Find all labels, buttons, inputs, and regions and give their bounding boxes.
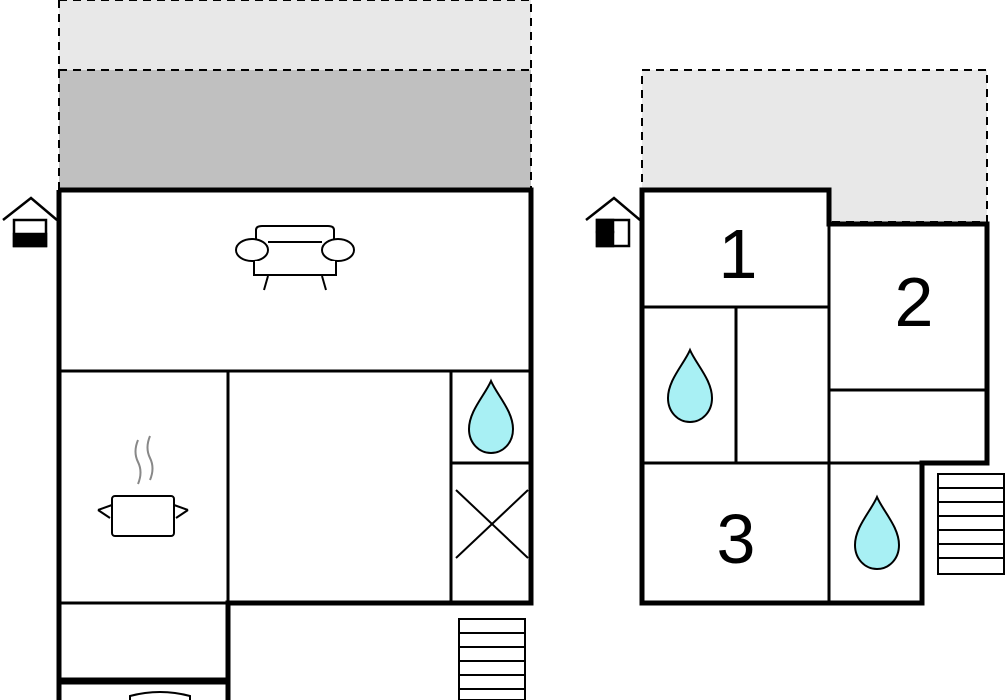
stairs-icon bbox=[458, 618, 526, 700]
house-entrance-icon bbox=[2, 196, 58, 248]
sofa-icon bbox=[235, 225, 355, 291]
room-number-3: 3 bbox=[717, 500, 756, 578]
inner-walls-ground bbox=[59, 369, 531, 605]
room-number-1: 1 bbox=[719, 215, 758, 293]
house-entrance-icon bbox=[585, 196, 641, 248]
terrace-covered bbox=[58, 69, 532, 191]
outer-wall-upper bbox=[639, 187, 990, 606]
outer-wall-bottom-extension bbox=[56, 679, 231, 700]
cross-box-icon bbox=[455, 489, 529, 559]
floor-ground bbox=[2, 0, 534, 700]
room-number-2: 2 bbox=[895, 263, 934, 341]
inner-walls-upper bbox=[642, 224, 987, 603]
bath-fixture bbox=[129, 691, 191, 700]
stairs-icon bbox=[937, 473, 1005, 575]
cooking-pot-icon bbox=[97, 435, 189, 537]
floor-upper: 1 2 3 bbox=[585, 69, 1005, 606]
